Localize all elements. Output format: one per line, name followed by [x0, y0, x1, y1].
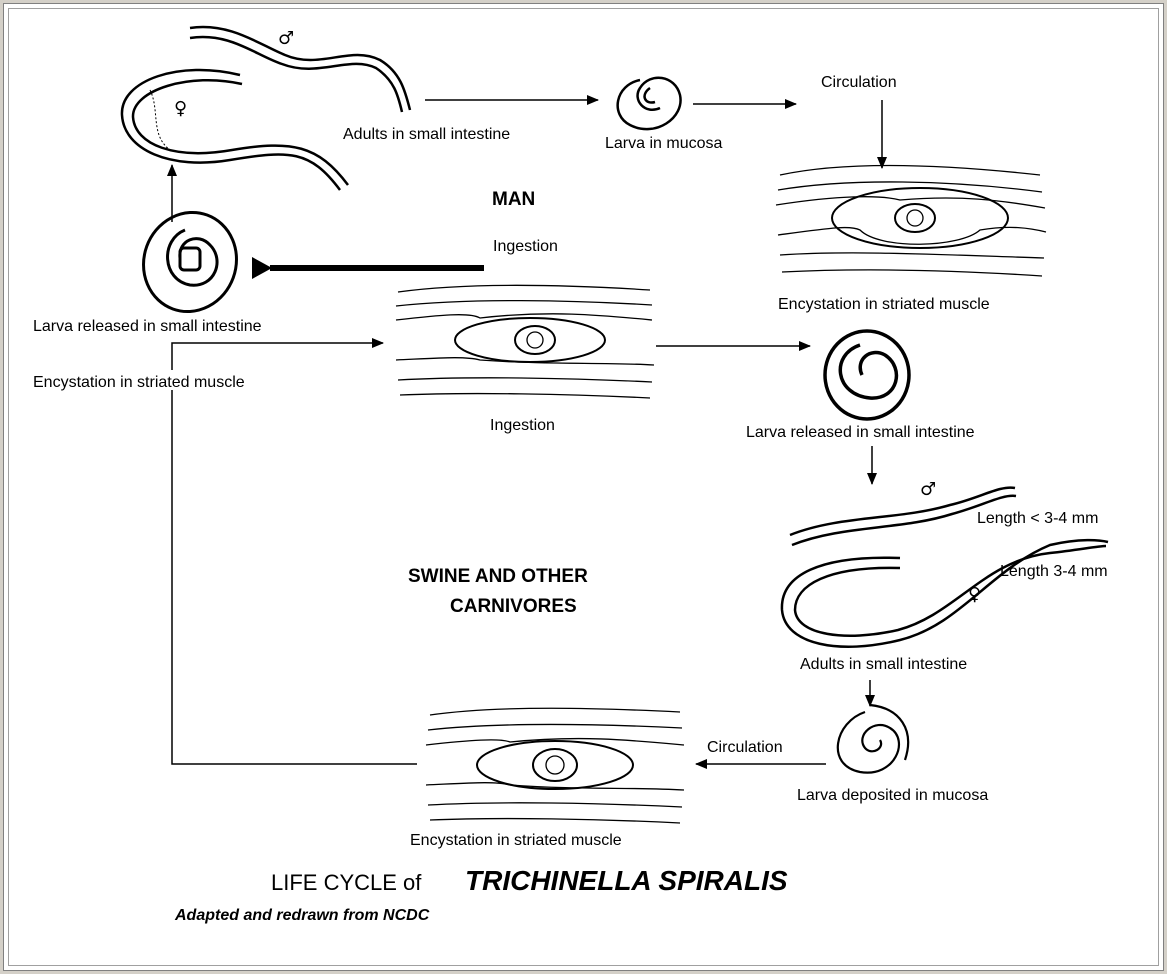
label-larva-deposited: Larva deposited in mucosa [797, 787, 988, 804]
muscle-cyst-bottom-icon [426, 708, 684, 823]
male-symbol-top: ♂ [278, 28, 294, 49]
label-length-female: Length 3-4 mm [1000, 563, 1108, 580]
subtitle: Adapted and redrawn from NCDC [174, 907, 430, 924]
larva-released-right-icon [825, 331, 909, 419]
label-encystation-bottom: Encystation in striated muscle [410, 832, 622, 849]
label-ingestion-middle: Ingestion [490, 417, 555, 434]
larva-released-left-icon [130, 199, 251, 324]
label-length-male: Length < 3-4 mm [977, 510, 1098, 527]
label-encystation-left: Encystation in striated muscle [33, 374, 245, 391]
label-man: MAN [492, 189, 535, 210]
female-symbol-top: ♀ [174, 98, 187, 119]
label-circulation-top: Circulation [821, 74, 897, 91]
label-swine-line2: CARNIVORES [450, 596, 577, 617]
label-larva-released-right: Larva released in small intestine [746, 424, 975, 441]
title-prefix: LIFE CYCLE of [271, 870, 422, 895]
title-species: TRICHINELLA SPIRALIS [465, 865, 788, 896]
label-encystation-top-right: Encystation in striated muscle [778, 296, 990, 313]
label-swine-line1: SWINE AND OTHER [408, 566, 588, 587]
male-symbol-right: ♂ [920, 479, 936, 500]
female-symbol-right: ♀ [968, 584, 981, 605]
label-adults-small-intestine-top: Adults in small intestine [343, 126, 510, 143]
adult-worms-top-icon [122, 27, 410, 190]
label-larva-released-left: Larva released in small intestine [33, 318, 262, 335]
muscle-cyst-middle-icon [396, 285, 654, 398]
larva-in-mucosa-icon [618, 78, 681, 129]
larva-deposited-icon [838, 705, 908, 773]
label-larva-in-mucosa: Larva in mucosa [605, 135, 722, 152]
label-circulation-bottom: Circulation [707, 739, 783, 756]
label-adults-small-intestine-bottom: Adults in small intestine [800, 656, 967, 673]
arrow-loop-left [172, 343, 417, 764]
label-ingestion-top: Ingestion [493, 238, 558, 255]
muscle-cyst-top-right-icon [776, 166, 1046, 276]
